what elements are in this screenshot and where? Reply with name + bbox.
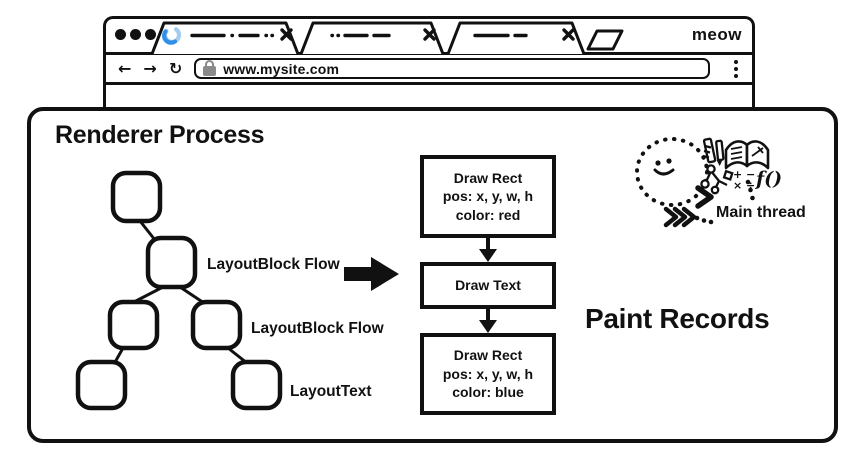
pens-icon (702, 137, 725, 166)
tab-strip: meow (106, 19, 752, 55)
chevron-icon (695, 185, 714, 209)
tabs-graphic (150, 21, 624, 55)
right-arrow-icon (344, 257, 399, 291)
dom-tree-icon (700, 164, 734, 195)
tab-1[interactable] (150, 21, 300, 55)
forward-icon[interactable]: → (143, 58, 157, 78)
tree-node-leaf-left (75, 359, 128, 411)
tree-node-root (110, 170, 163, 224)
paint-record-draw-rect-red: Draw Rect pos: x, y, w, h color: red (420, 155, 556, 238)
browser-menu-icon[interactable] (734, 59, 740, 78)
function-icon: f() (754, 168, 782, 190)
paint-record-line: Draw Rect (453, 169, 523, 186)
down-arrow-icon (479, 238, 497, 262)
tree-label-layoutblock-flow-1: LayoutBlock Flow (207, 256, 340, 273)
tree-label-layoutblock-flow-2: LayoutBlock Flow (251, 320, 384, 337)
tab-2[interactable] (299, 21, 445, 55)
tree-node-layouttext (230, 359, 283, 411)
window-control-dot[interactable] (130, 29, 141, 40)
lock-icon (203, 59, 217, 76)
back-icon[interactable]: ← (118, 58, 132, 78)
url-text[interactable]: www.mysite.com (223, 60, 340, 77)
paint-record-line: Draw Rect (453, 347, 523, 364)
panel-title: Renderer Process (55, 121, 265, 149)
paint-record-line: pos: x, y, w, h (442, 188, 534, 205)
brand-label: meow (691, 25, 742, 44)
reload-icon[interactable]: ↻ (168, 58, 183, 78)
dotted-loop (635, 137, 709, 207)
browser-window: meow ← → ↻ www.mysite.com (103, 16, 755, 112)
url-field[interactable]: www.mysite.com (194, 58, 711, 79)
renderer-process-panel: Renderer Process LayoutBlock Flow Layout… (27, 107, 838, 443)
math-symbols-icon: × ÷ (733, 179, 755, 192)
window-control-dot[interactable] (115, 29, 126, 40)
dotted-trail (694, 179, 755, 225)
book-icon (724, 140, 770, 170)
window-control-dot[interactable] (145, 29, 156, 40)
tree-node-child-left (107, 299, 160, 351)
paint-records-heading: Paint Records (585, 303, 770, 334)
tree-label-layouttext: LayoutText (290, 383, 372, 400)
paint-record-line: color: red (455, 206, 521, 223)
tree-node-layoutblock-2 (190, 299, 243, 351)
down-arrow-icon (479, 309, 497, 333)
layout-tree (75, 170, 283, 411)
smiley-face-icon (653, 158, 675, 176)
new-tab-button[interactable] (586, 29, 624, 51)
close-icon[interactable] (562, 28, 575, 41)
paint-record-line: Draw Text (455, 277, 521, 294)
close-icon[interactable] (423, 28, 436, 41)
paint-record-draw-rect-blue: Draw Rect pos: x, y, w, h color: blue (420, 333, 556, 415)
triple-chevron-icon (663, 206, 697, 228)
paint-record-draw-text: Draw Text (420, 262, 556, 309)
math-symbols-icon: + − (733, 168, 755, 181)
loading-spinner-icon (162, 25, 182, 45)
tree-node-layoutblock-1 (145, 235, 198, 290)
address-bar: ← → ↻ www.mysite.com (106, 55, 752, 85)
paint-record-line: color: blue (452, 384, 524, 401)
tab-3[interactable] (446, 21, 586, 55)
paint-record-line: pos: x, y, w, h (442, 365, 534, 382)
main-thread-doodle: + − × ÷ f() (635, 137, 782, 228)
close-icon[interactable] (280, 28, 293, 41)
main-thread-label: Main thread (716, 204, 806, 221)
window-controls[interactable] (115, 29, 156, 40)
